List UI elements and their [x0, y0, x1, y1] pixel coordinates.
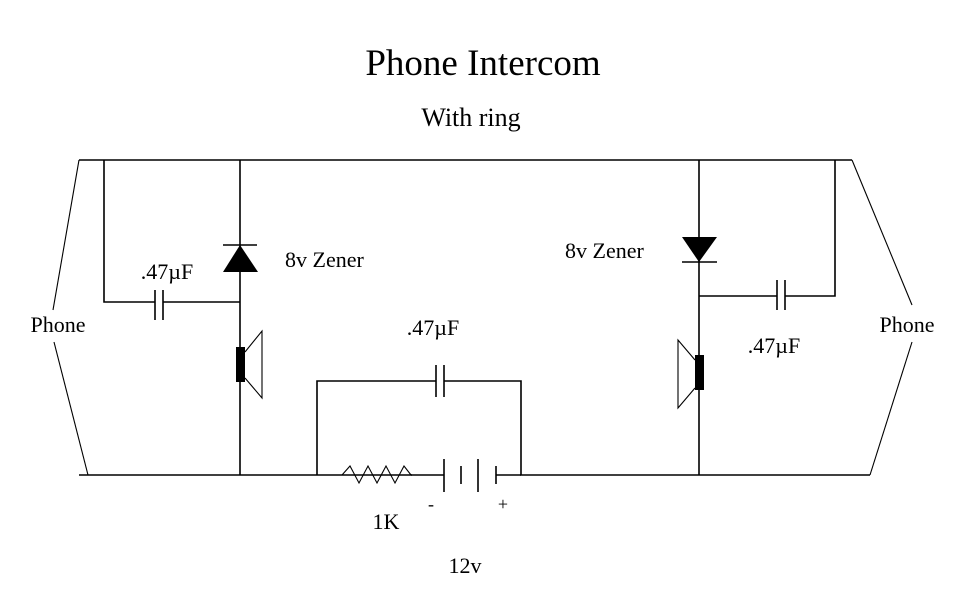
left-phone-connector: Phone — [31, 159, 89, 476]
resistor-label: 1K — [373, 509, 400, 534]
middle-capacitor: .47µF — [316, 315, 522, 475]
battery: - + 12v — [411, 459, 521, 578]
cap-middle-label: .47µF — [407, 315, 459, 340]
battery-plus-label: + — [498, 494, 508, 514]
left-zener-diode: 8v Zener — [223, 244, 364, 272]
phone-left-label: Phone — [31, 312, 86, 337]
right-capacitor: .47µF — [699, 160, 836, 358]
left-speaker — [236, 329, 263, 400]
right-phone-connector: Phone — [851, 159, 935, 476]
zener-left-label: 8v Zener — [285, 247, 364, 272]
phone-right-label: Phone — [880, 312, 935, 337]
zener-right-label: 8v Zener — [565, 238, 644, 263]
battery-minus-label: - — [428, 494, 434, 514]
right-zener-diode: 8v Zener — [565, 237, 717, 263]
right-speaker — [677, 338, 704, 410]
diagram-subtitle: With ring — [421, 103, 520, 132]
cap-left-label: .47µF — [141, 259, 193, 284]
battery-voltage-label: 12v — [449, 553, 482, 578]
diagram-title: Phone Intercom — [365, 43, 601, 84]
left-capacitor: .47µF — [103, 160, 240, 320]
resistor: 1K — [341, 464, 412, 534]
cap-right-label: .47µF — [748, 333, 800, 358]
